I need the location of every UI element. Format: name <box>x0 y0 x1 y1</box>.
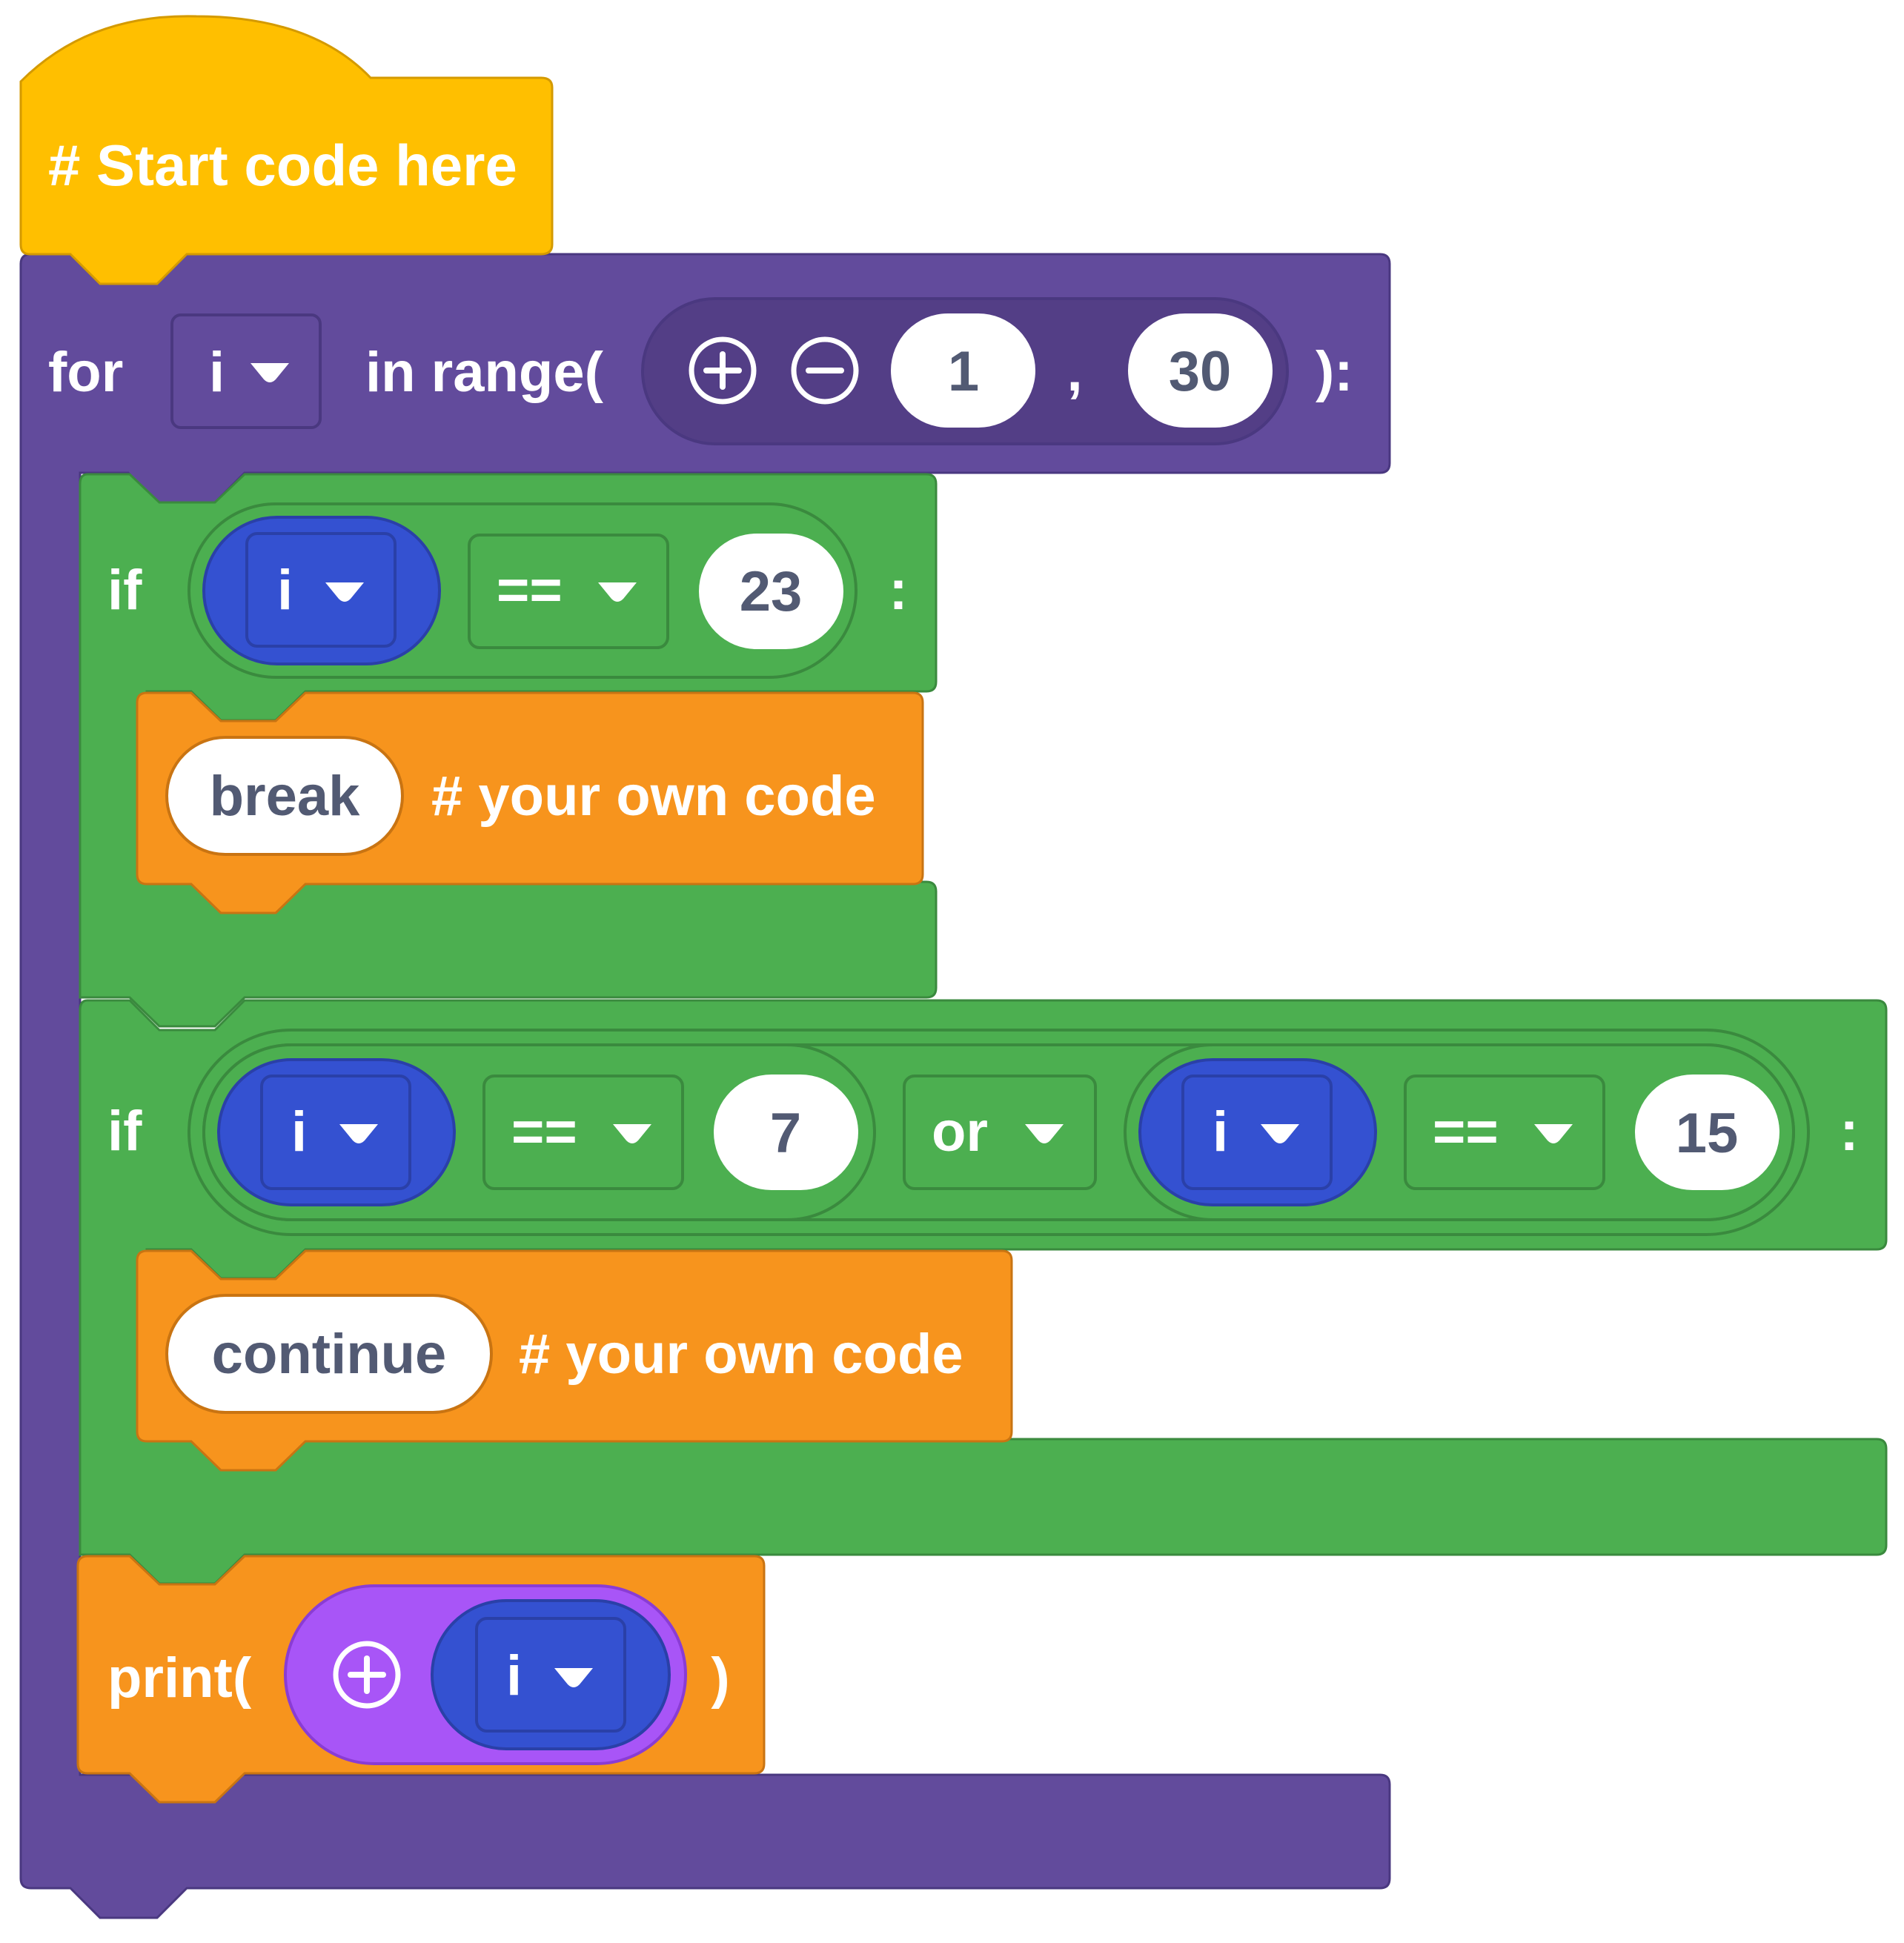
plus-circle-icon <box>333 1641 401 1709</box>
loop-variable-label: i <box>209 341 225 404</box>
print-add-argument-button[interactable] <box>333 1641 401 1709</box>
range-close: ): <box>1316 340 1353 403</box>
print-variable-label: i <box>506 1644 522 1707</box>
print-variable-block[interactable]: i <box>431 1599 671 1750</box>
if-1-operator-label: == <box>497 559 563 622</box>
plus-circle-icon <box>689 336 757 405</box>
hat-label: # Start code here <box>48 133 517 198</box>
if-1-value: 23 <box>740 560 803 623</box>
continue-keyword: continue <box>212 1323 447 1386</box>
loop-variable-dropdown[interactable]: i <box>170 313 322 429</box>
add-argument-button[interactable] <box>689 336 757 405</box>
print-variable-dropdown[interactable] <box>475 1617 626 1733</box>
range-start-value: 1 <box>948 340 979 403</box>
if-2-left-value: 7 <box>770 1102 801 1165</box>
chevron-down-icon <box>1261 1124 1299 1143</box>
if-2-logic-operator-dropdown[interactable]: or <box>903 1075 1097 1190</box>
range-end-value: 30 <box>1169 340 1232 403</box>
if-2-left-operator-label: == <box>511 1100 577 1163</box>
print-close: ) <box>711 1647 729 1710</box>
break-statement-block[interactable]: break # your own code <box>136 691 924 914</box>
if-2-right-value: 15 <box>1676 1102 1739 1165</box>
if-2-right-variable-dropdown[interactable] <box>1181 1075 1333 1190</box>
chevron-down-icon <box>339 1124 378 1143</box>
if-2-right-variable-block[interactable]: i <box>1138 1058 1377 1206</box>
chevron-down-icon <box>251 363 289 382</box>
if-2-left-value-input[interactable]: 7 <box>714 1075 858 1190</box>
chevron-down-icon <box>325 582 364 602</box>
if-2-logic-operator-label: or <box>932 1100 988 1163</box>
if-2-left-variable-block[interactable]: i <box>217 1058 456 1206</box>
if-2-right-operator-dropdown[interactable]: == <box>1404 1075 1605 1190</box>
break-keyword: break <box>210 765 361 828</box>
in-range-label: in range( <box>365 341 604 404</box>
continue-keyword-pill <box>165 1294 493 1414</box>
if-2-right-operator-label: == <box>1433 1100 1499 1163</box>
if-2-right-variable-label: i <box>1213 1100 1228 1163</box>
if-1-colon: : <box>889 559 907 622</box>
minus-circle-icon <box>791 336 859 405</box>
remove-argument-button[interactable] <box>791 336 859 405</box>
if-2-left-operator-dropdown[interactable]: == <box>482 1075 684 1190</box>
if-1-variable-dropdown[interactable] <box>245 532 397 648</box>
if-1-value-input[interactable]: 23 <box>699 534 843 649</box>
start-hat-block[interactable]: # Start code here <box>19 15 554 285</box>
range-comma: , <box>1067 340 1082 403</box>
print-label: print( <box>107 1647 252 1710</box>
if-1-variable-block[interactable]: i <box>202 516 441 665</box>
chevron-down-icon <box>1025 1124 1064 1143</box>
chevron-down-icon <box>598 582 637 602</box>
chevron-down-icon <box>613 1124 651 1143</box>
if-2-right-value-input[interactable]: 15 <box>1635 1075 1779 1190</box>
if-1-variable-label: i <box>277 559 293 622</box>
continue-comment: # your own code <box>519 1323 963 1386</box>
break-keyword-pill <box>165 736 404 856</box>
if-2-colon: : <box>1840 1100 1858 1163</box>
range-start-input[interactable]: 1 <box>891 313 1035 428</box>
if-2-left-variable-dropdown[interactable] <box>260 1075 411 1190</box>
break-comment: # your own code <box>431 765 876 828</box>
if-2-left-variable-label: i <box>291 1100 307 1163</box>
continue-statement-block[interactable]: continue # your own code <box>136 1249 1013 1472</box>
if-keyword-2: if <box>107 1100 142 1163</box>
if-1-operator-dropdown[interactable]: == <box>468 534 669 649</box>
range-end-input[interactable]: 30 <box>1128 313 1273 428</box>
chevron-down-icon <box>554 1668 593 1687</box>
chevron-down-icon <box>1534 1124 1573 1143</box>
if-keyword-1: if <box>107 559 142 622</box>
for-keyword: for <box>48 341 123 404</box>
